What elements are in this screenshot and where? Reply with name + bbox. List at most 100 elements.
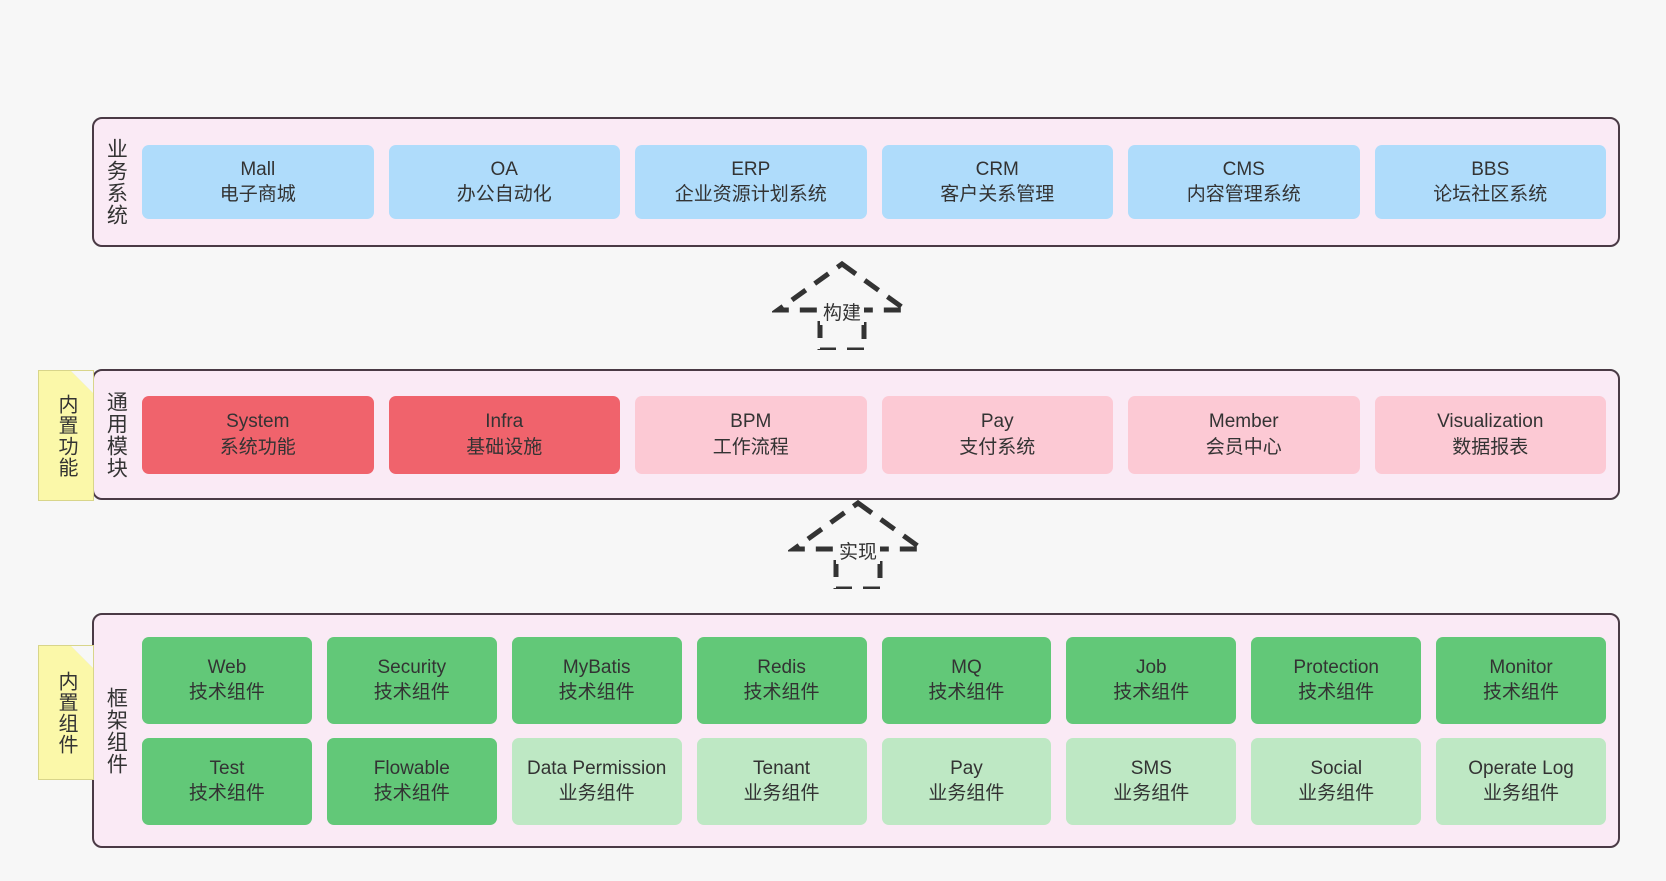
layer-body-common-modules: System 系统功能 Infra 基础设施 BPM 工作流程 Pay 支付系统… (136, 371, 1618, 498)
component-name-cn: 技术组件 (1483, 682, 1560, 703)
component-row: Test 技术组件 Flowable 技术组件 Data Permission … (142, 737, 1606, 825)
component-box-monitor[interactable]: Monitor 技术组件 (1436, 636, 1606, 724)
note-label: 内置功能 (55, 393, 77, 478)
component-row: Web 技术组件 Security 技术组件 MyBatis 技术组件 Redi… (142, 636, 1606, 724)
component-name-en: MQ (951, 656, 982, 678)
component-name-en: ERP (731, 158, 771, 180)
component-name-cn: 业务组件 (1483, 783, 1560, 804)
layer-title-framework-components: 框架组件 (104, 686, 128, 775)
layer-framework-components: 框架组件 Web 技术组件 Security 技术组件 MyBatis 技术组件… (92, 613, 1620, 848)
connector-label-build: 构建 (819, 298, 865, 325)
component-box-system[interactable]: System 系统功能 (142, 395, 374, 474)
component-box-web[interactable]: Web 技术组件 (142, 636, 312, 724)
component-name-en: Redis (757, 656, 806, 678)
component-name-cn: 电子商城 (219, 184, 296, 205)
component-box-oa[interactable]: OA 办公自动化 (388, 145, 620, 219)
component-name-cn: 系统功能 (219, 436, 296, 458)
component-box-social[interactable]: Social 业务组件 (1251, 737, 1422, 825)
component-box-job[interactable]: Job 技术组件 (1066, 636, 1237, 724)
component-name-cn: 技术组件 (1298, 682, 1375, 703)
component-name-cn: 技术组件 (373, 783, 450, 804)
layer-body-framework-components: Web 技术组件 Security 技术组件 MyBatis 技术组件 Redi… (136, 615, 1618, 846)
component-name-en: Social (1310, 757, 1363, 779)
component-name-cn: 技术组件 (743, 682, 820, 703)
component-box-operate-log[interactable]: Operate Log 业务组件 (1436, 737, 1606, 825)
layer-common-modules: 通用模块 System 系统功能 Infra 基础设施 BPM 工作流程 Pay… (92, 369, 1620, 500)
component-box-mall[interactable]: Mall 电子商城 (142, 145, 374, 219)
component-box-infra[interactable]: Infra 基础设施 (388, 395, 620, 474)
component-name-en: Flowable (373, 757, 450, 779)
note-label: 内置组件 (55, 670, 77, 755)
component-name-en: System (226, 411, 290, 433)
component-box-sms[interactable]: SMS 业务组件 (1066, 737, 1237, 825)
component-name-en: Security (377, 656, 447, 678)
component-name-en: Visualization (1437, 411, 1544, 433)
component-name-en: Monitor (1489, 656, 1553, 678)
component-box-protection[interactable]: Protection 技术组件 (1251, 636, 1422, 724)
component-name-en: Member (1208, 411, 1279, 433)
connector-implement: 实现 (786, 497, 930, 592)
component-name-cn: 会员中心 (1205, 436, 1282, 458)
component-name-cn: 技术组件 (928, 682, 1005, 703)
connector-build: 构建 (770, 258, 914, 353)
component-box-crm[interactable]: CRM 客户关系管理 (881, 145, 1113, 219)
component-name-en: Data Permission (526, 757, 667, 779)
component-name-en: Test (209, 757, 245, 779)
component-box-member[interactable]: Member 会员中心 (1128, 395, 1360, 474)
component-box-mq[interactable]: MQ 技术组件 (881, 636, 1052, 724)
component-row: System 系统功能 Infra 基础设施 BPM 工作流程 Pay 支付系统… (142, 395, 1606, 474)
component-box-bpm[interactable]: BPM 工作流程 (635, 395, 867, 474)
layer-title-business-systems: 业务系统 (104, 138, 128, 226)
component-name-en: BBS (1471, 158, 1510, 180)
component-name-en: Job (1135, 656, 1167, 678)
component-box-security[interactable]: Security 技术组件 (326, 636, 497, 724)
component-name-cn: 工作流程 (712, 436, 789, 458)
component-name-en: OA (490, 158, 518, 180)
component-box-tenant[interactable]: Tenant 业务组件 (696, 737, 867, 825)
component-box-mybatis[interactable]: MyBatis 技术组件 (511, 636, 682, 724)
component-name-en: BPM (730, 411, 772, 433)
component-box-erp[interactable]: ERP 企业资源计划系统 (635, 145, 867, 219)
component-box-pay-business[interactable]: Pay 业务组件 (881, 737, 1052, 825)
component-box-test[interactable]: Test 技术组件 (142, 737, 312, 825)
connector-label-implement: 实现 (835, 537, 881, 564)
component-row: Mall 电子商城 OA 办公自动化 ERP 企业资源计划系统 CRM 客户关系… (142, 145, 1606, 219)
component-name-en: Infra (485, 411, 524, 433)
component-name-en: Tenant (753, 757, 811, 779)
layer-business-systems: 业务系统 Mall 电子商城 OA 办公自动化 ERP 企业资源计划系统 CRM… (92, 117, 1620, 247)
component-box-data-permission[interactable]: Data Permission 业务组件 (511, 737, 682, 825)
component-box-bbs[interactable]: BBS 论坛社区系统 (1374, 145, 1606, 219)
component-name-en: Protection (1293, 656, 1379, 678)
component-box-flowable[interactable]: Flowable 技术组件 (326, 737, 497, 825)
component-box-redis[interactable]: Redis 技术组件 (696, 636, 867, 724)
component-name-cn: 技术组件 (1113, 682, 1190, 703)
component-name-en: MyBatis (562, 656, 631, 678)
layer-title-common-modules: 通用模块 (104, 390, 128, 479)
component-name-cn: 业务组件 (1113, 783, 1190, 804)
component-name-cn: 支付系统 (959, 436, 1036, 458)
component-name-cn: 数据报表 (1452, 436, 1529, 458)
component-name-en: SMS (1130, 757, 1172, 779)
component-name-en: Pay (980, 411, 1014, 433)
component-name-cn: 技术组件 (373, 682, 450, 703)
folded-corner-cut-icon (71, 646, 93, 668)
component-name-en: CRM (975, 158, 1019, 180)
component-name-cn: 技术组件 (188, 682, 265, 703)
component-box-visualization[interactable]: Visualization 数据报表 (1374, 395, 1606, 474)
note-builtin-functions: 内置功能 (38, 370, 94, 501)
component-name-cn: 办公自动化 (456, 184, 552, 205)
component-box-cms[interactable]: CMS 内容管理系统 (1128, 145, 1360, 219)
component-name-cn: 论坛社区系统 (1433, 184, 1548, 205)
folded-corner-cut-icon (71, 371, 93, 393)
component-name-en: Operate Log (1468, 757, 1574, 779)
component-name-cn: 内容管理系统 (1186, 184, 1301, 205)
component-box-pay[interactable]: Pay 支付系统 (881, 395, 1113, 474)
component-name-cn: 基础设施 (466, 436, 543, 458)
component-name-cn: 业务组件 (558, 783, 635, 804)
component-name-en: CMS (1222, 158, 1265, 180)
component-name-cn: 企业资源计划系统 (674, 184, 827, 205)
note-builtin-components: 内置组件 (38, 645, 94, 780)
component-name-cn: 客户关系管理 (940, 184, 1055, 205)
layer-body-business-systems: Mall 电子商城 OA 办公自动化 ERP 企业资源计划系统 CRM 客户关系… (136, 119, 1618, 245)
component-name-cn: 业务组件 (928, 783, 1005, 804)
